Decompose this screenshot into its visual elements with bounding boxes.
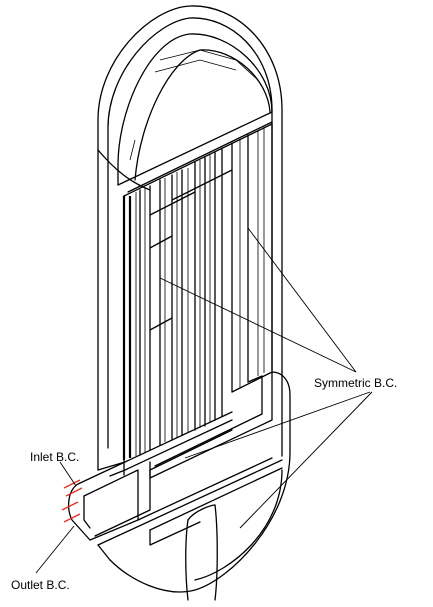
inlet-leader-line (59, 461, 77, 487)
symmetric-bc-label: Symmetric B.C. (314, 376, 397, 390)
outlet-bc-label: Outlet B.C. (11, 578, 70, 592)
symmetric-leader-lines (159, 227, 373, 529)
core-barrel (122, 123, 273, 460)
vessel-outer-shell (97, 5, 283, 471)
inlet-bc-label: Inlet B.C. (30, 450, 79, 464)
inlet-boundary-markers (63, 479, 83, 497)
lower-plenum-and-nozzle (67, 371, 291, 601)
outlet-leader-line (35, 525, 75, 574)
upper-head-cutaway (117, 33, 273, 193)
outlet-boundary-markers (61, 501, 81, 523)
